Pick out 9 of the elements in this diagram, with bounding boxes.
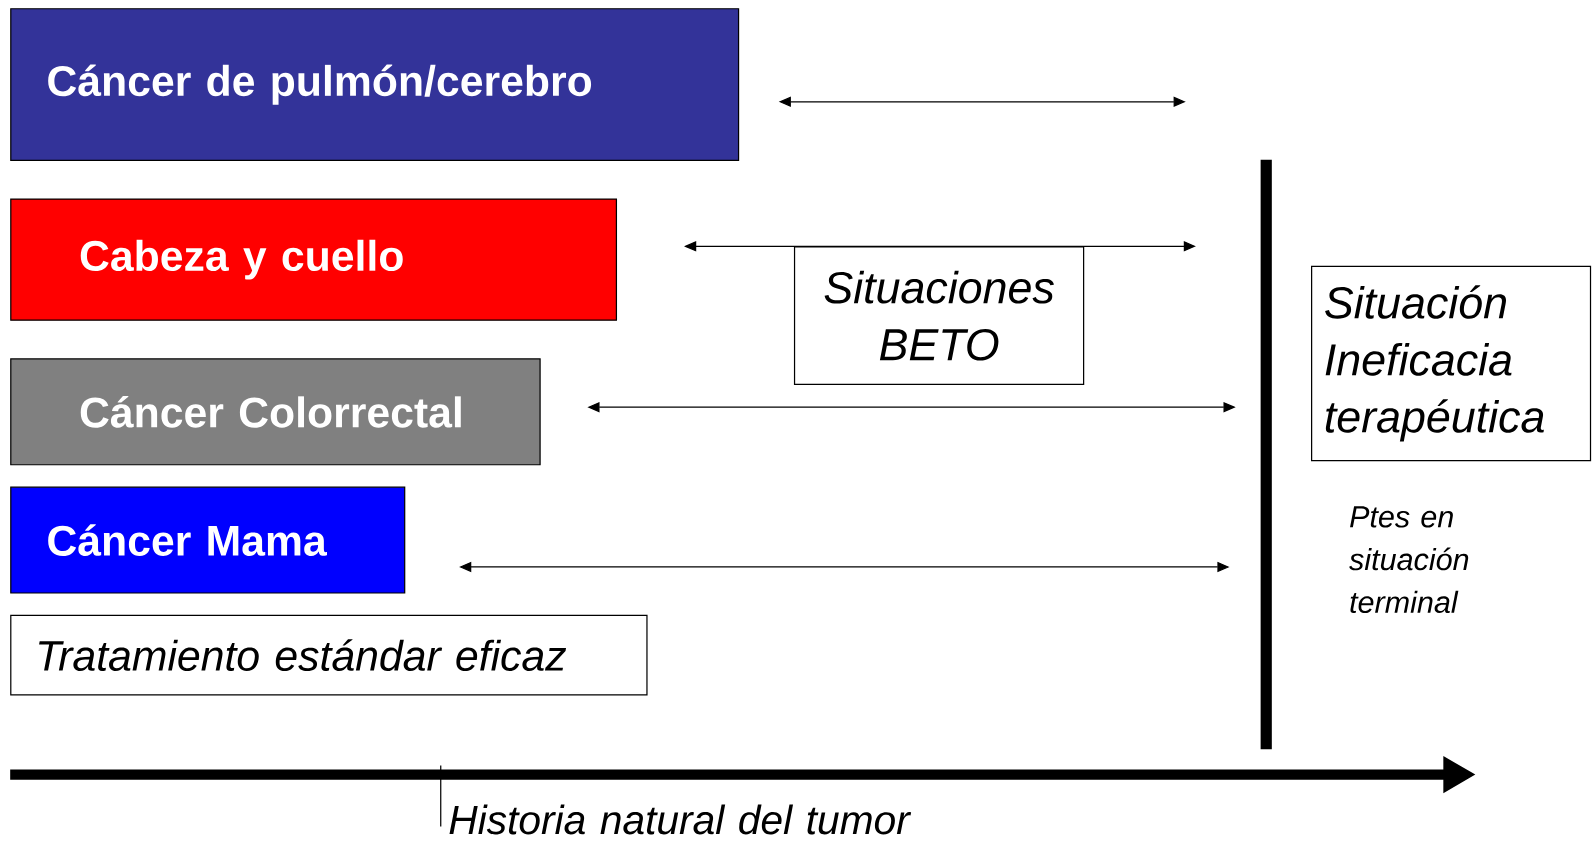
note-text: Ptes en situación terminal bbox=[1349, 506, 1469, 614]
category-bar: Cáncer Colorrectal bbox=[10, 358, 541, 466]
category-bar: Cáncer de pulmón/cerebro bbox=[10, 8, 740, 162]
category-bar: Cáncer Mama bbox=[10, 486, 406, 594]
text-box: Tratamiento estándar eficaz bbox=[10, 614, 648, 696]
text-box: Situaciones BETO bbox=[793, 246, 1085, 385]
category-bar: Cabeza y cuello bbox=[10, 198, 618, 321]
text-box: Situación Ineficacia terapéutica bbox=[1311, 265, 1592, 462]
axis-label: Historia natural del tumor bbox=[449, 804, 912, 835]
